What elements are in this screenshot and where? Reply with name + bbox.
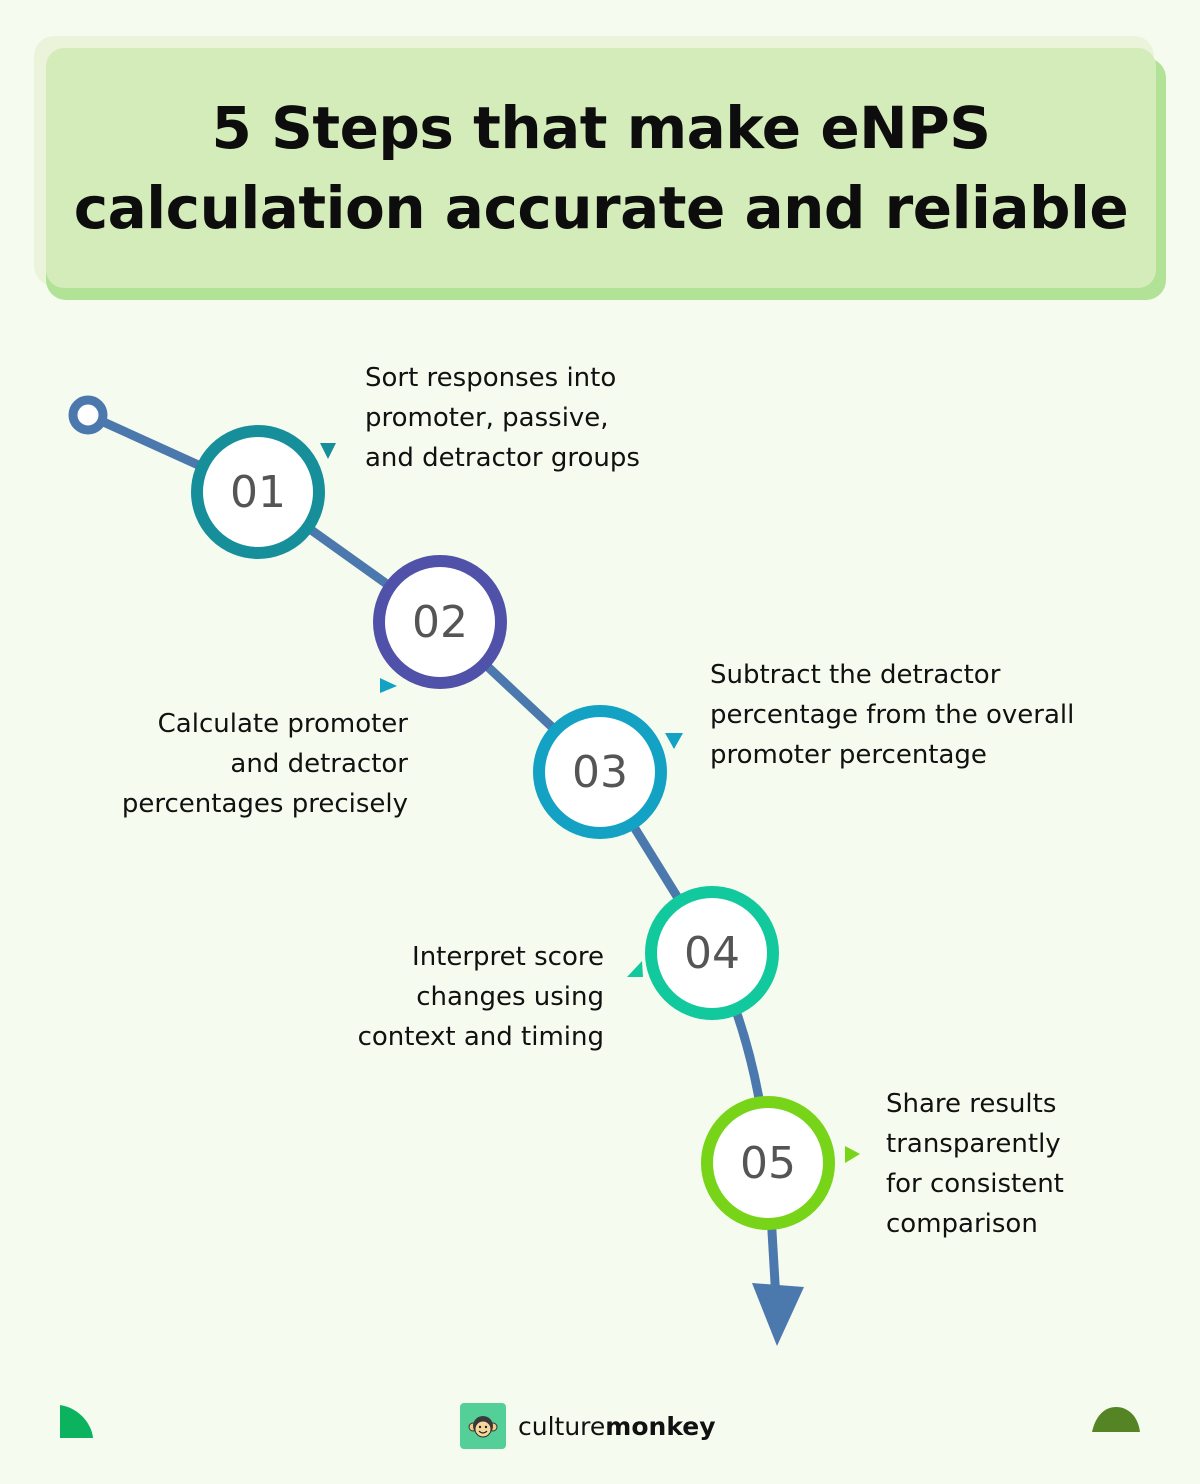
- step-4-description: Interpret score changes using context an…: [357, 942, 604, 1052]
- pointer-triangle-icon: [320, 443, 336, 459]
- corner-shape-left-icon: [60, 1405, 93, 1438]
- brand-name: culturemonkey: [518, 1411, 716, 1441]
- corner-shape-right-icon: [1092, 1407, 1140, 1432]
- step-4-circle: [645, 886, 779, 1020]
- title-line-2: calculation accurate and reliable: [73, 174, 1129, 242]
- step-5-number: 05: [740, 1137, 796, 1189]
- title-line-1: 5 Steps that make eNPS: [211, 94, 991, 162]
- step-2-number: 02: [412, 596, 468, 648]
- step-3-number: 03: [572, 746, 628, 798]
- start-node-icon: [68, 395, 108, 435]
- step-3-circle: [533, 705, 667, 839]
- title-banner: 5 Steps that make eNPS calculation accur…: [46, 48, 1156, 288]
- page-title: 5 Steps that make eNPS calculation accur…: [73, 88, 1129, 248]
- step-2-circle: [373, 555, 507, 689]
- step-5-circle: [701, 1096, 835, 1230]
- step-5-description: Share results transparently for consiste…: [886, 1089, 1064, 1239]
- step-1-number: 01: [230, 466, 286, 518]
- pointer-triangle-icon: [665, 733, 683, 749]
- monkey-face-icon: [460, 1403, 506, 1449]
- brand-logo: culturemonkey: [460, 1403, 716, 1449]
- step-2-description: Calculate promoter and detractor percent…: [121, 709, 408, 819]
- pointer-triangle-icon: [627, 961, 643, 977]
- arrow-down-icon: [752, 1283, 804, 1346]
- step-3-description: Subtract the detractor percentage from t…: [710, 660, 1075, 770]
- pointer-triangle-icon: [380, 678, 397, 693]
- step-1-circle: [191, 425, 325, 559]
- pointer-triangle-icon: [845, 1146, 860, 1163]
- step-4-number: 04: [684, 927, 740, 979]
- step-1-description: Sort responses into promoter, passive, a…: [365, 363, 640, 473]
- path-line: [83, 410, 781, 1305]
